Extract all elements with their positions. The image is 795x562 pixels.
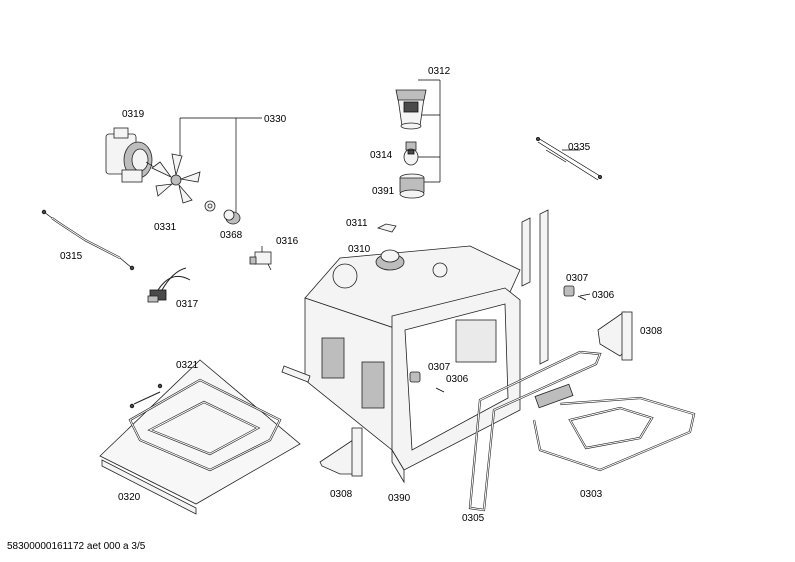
wire-0335: [536, 136, 603, 181]
label-0317: 0317: [176, 299, 199, 310]
lamp-holder-0312: [395, 89, 427, 130]
label-0310: 0310: [348, 244, 371, 255]
label-0315: 0315: [60, 251, 83, 262]
wire-0315: [41, 209, 135, 271]
label-0335: 0335: [568, 142, 591, 153]
label-0330: 0330: [264, 114, 287, 125]
document-reference: 58300000161172 aet 000 a 3/5: [7, 541, 146, 552]
heater-element-0321: [128, 378, 282, 472]
label-0320: 0320: [118, 492, 141, 503]
label-0303: 0303: [580, 489, 603, 500]
label-0368: 0368: [220, 230, 243, 241]
oven-cavity-0390: [281, 209, 549, 484]
heater-element-0303: [532, 383, 696, 472]
frame-0305: [468, 350, 602, 512]
label-0305: 0305: [462, 513, 485, 524]
thermostat-0317: [147, 267, 191, 303]
label-0312: 0312: [428, 66, 451, 77]
label-0319: 0319: [122, 109, 145, 120]
part-labels: 0312 0314 0391 0335 0319 0330 0331 0368 …: [60, 66, 663, 524]
label-0308-left: 0308: [330, 489, 353, 500]
bracket-0308-left: [319, 427, 363, 477]
label-0308-right: 0308: [640, 326, 663, 337]
label-0306-lower: 0306: [446, 374, 469, 385]
label-0307-upper: 0307: [566, 273, 589, 284]
label-0306-upper: 0306: [592, 290, 615, 301]
label-0311: 0311: [346, 218, 368, 229]
label-0316: 0316: [276, 236, 299, 247]
label-0321: 0321: [176, 360, 199, 371]
fan-motor-0319: [105, 127, 163, 183]
lamp-bulb-0314: [403, 141, 419, 166]
nut-0368: [204, 200, 241, 225]
label-0307-lower: 0307: [428, 362, 451, 373]
lamp-cover-0391: [399, 173, 425, 199]
label-0390: 0390: [388, 493, 411, 504]
label-0314: 0314: [370, 150, 393, 161]
label-0331: 0331: [154, 222, 177, 233]
hardware-0306-0307: [409, 285, 587, 393]
label-0391: 0391: [372, 186, 395, 197]
fan-blade-0331: [151, 153, 201, 204]
tray-0320: [99, 359, 301, 515]
bracket-0308-right: [597, 311, 633, 361]
switch-0316: [249, 246, 272, 271]
